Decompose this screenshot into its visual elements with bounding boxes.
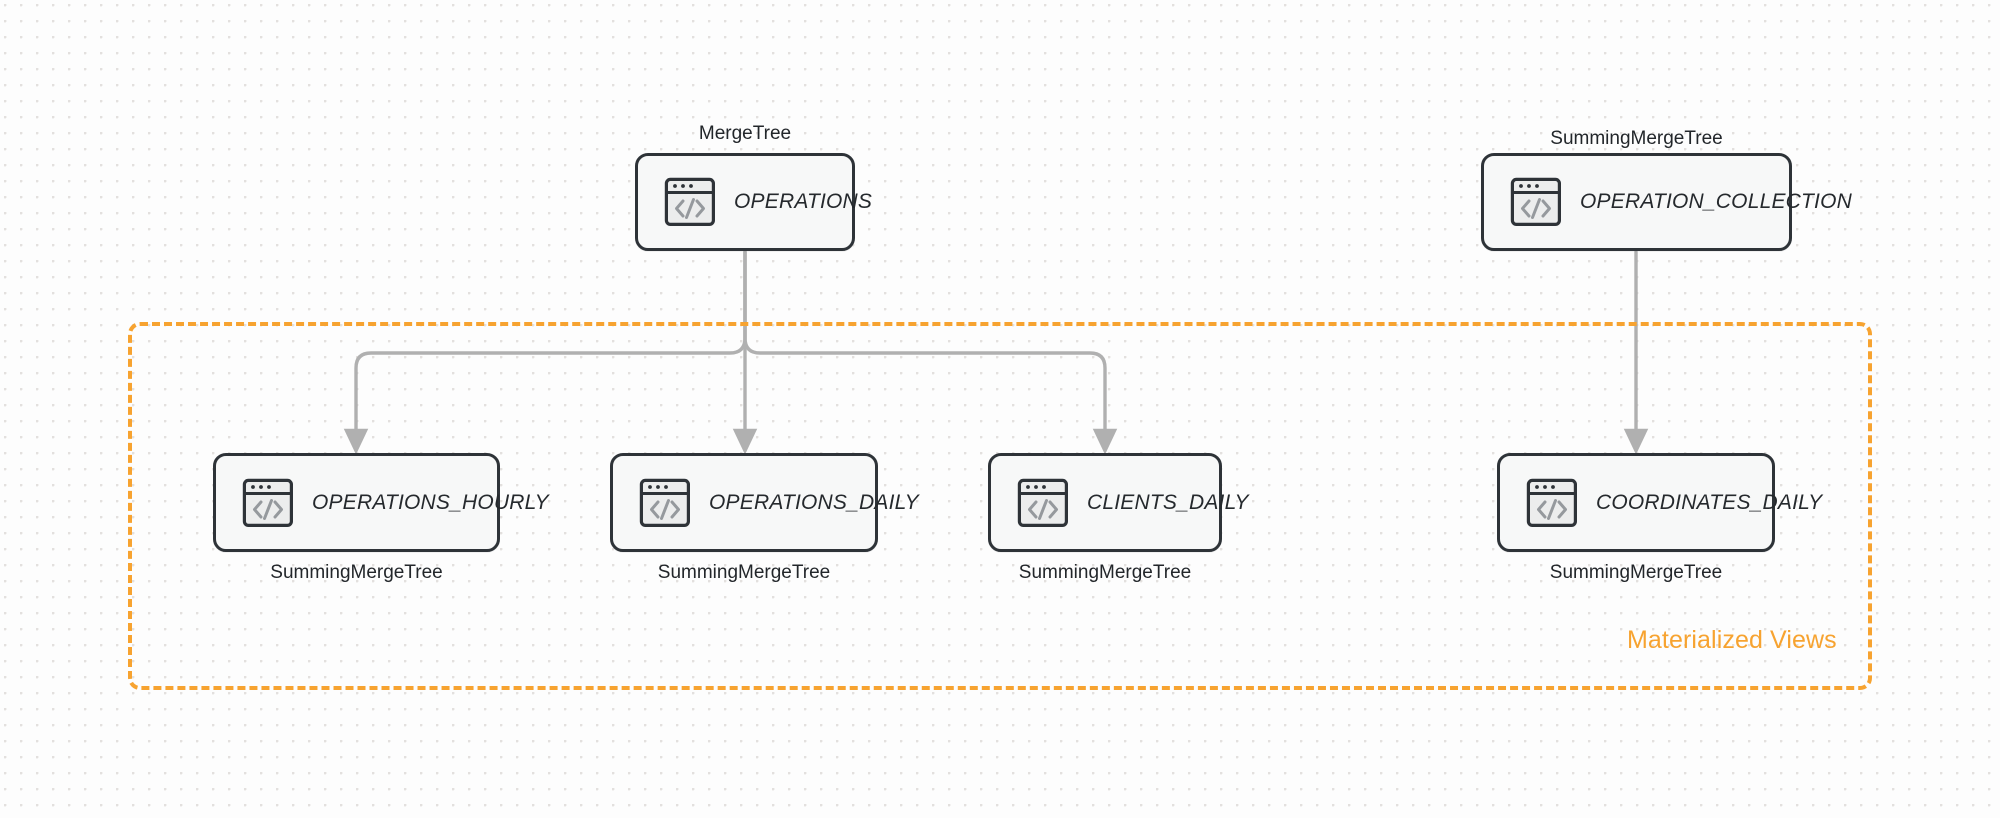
code-window-icon (242, 478, 294, 527)
code-window-icon (1510, 177, 1562, 227)
materialized-views-group-label: Materialized Views (1627, 626, 1837, 654)
node-operation-collection[interactable]: OPERATION_COLLECTION (1481, 153, 1852, 251)
node-operations-daily[interactable]: OPERATIONS_DAILY (610, 453, 919, 552)
node-label: COORDINATES_DAILY (1596, 490, 1823, 514)
engine-caption-operations-daily: SummingMergeTree (657, 562, 831, 583)
code-window-icon (664, 177, 716, 227)
node-operations[interactable]: OPERATIONS (635, 153, 872, 251)
code-window-icon (1526, 478, 1578, 527)
engine-caption-operations-hourly: SummingMergeTree (270, 562, 443, 583)
node-clients-daily[interactable]: CLIENTS_DAILY (988, 453, 1249, 552)
node-label: CLIENTS_DAILY (1087, 490, 1249, 514)
engine-caption-operation-collection: SummingMergeTree (1550, 128, 1723, 149)
node-label: OPERATION_COLLECTION (1580, 190, 1852, 213)
node-label: OPERATIONS_HOURLY (312, 490, 549, 514)
node-label: OPERATIONS_DAILY (709, 490, 919, 514)
engine-caption-clients-daily: SummingMergeTree (1018, 562, 1192, 583)
code-window-icon (639, 478, 691, 527)
node-operations-hourly[interactable]: OPERATIONS_HOURLY (213, 453, 549, 552)
engine-caption-coordinates-daily: SummingMergeTree (1549, 562, 1723, 583)
node-label: OPERATIONS (734, 190, 873, 213)
engine-caption-operations: MergeTree (698, 123, 792, 144)
materialized-views-group (128, 322, 1872, 690)
node-coordinates-daily[interactable]: COORDINATES_DAILY (1497, 453, 1822, 552)
code-window-icon (1017, 478, 1069, 527)
